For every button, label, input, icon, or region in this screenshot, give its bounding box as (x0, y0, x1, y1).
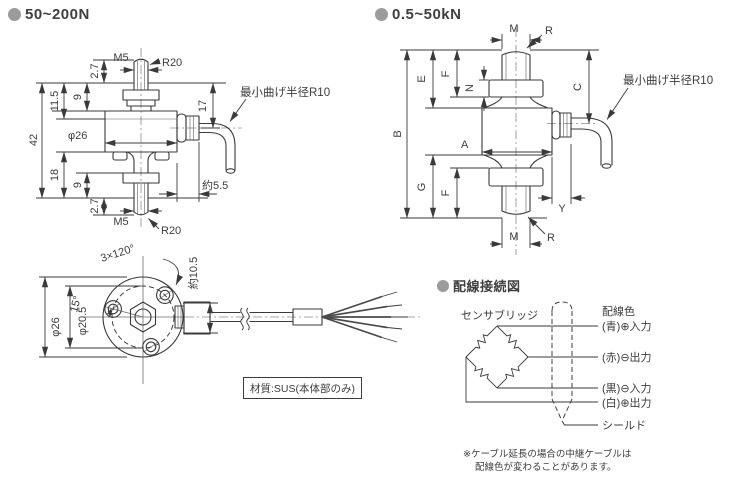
bullet-icon (375, 8, 388, 21)
low-range-title: 50~200N (8, 6, 90, 23)
bend-radius-note: 最小曲げ半径R10 (240, 85, 330, 99)
material-note-box: 材質:SUS(本体部のみ) (243, 377, 362, 399)
dim-lower-height: 18 (49, 169, 61, 181)
left-dim-labels: 42 11.5 18 9 9 2.7 2.7 M5 M5 R20 R20 φ26… (28, 52, 330, 237)
bridge-circuit (465, 325, 529, 389)
lead-wire-tips (381, 291, 408, 343)
dim-radius-top: R20 (162, 57, 182, 69)
dim-body-width: A (461, 139, 469, 151)
left-part-details (105, 61, 194, 214)
wiring-lines (465, 325, 598, 426)
dim-upper-tip: 2.7 (89, 63, 101, 78)
left-dimension-lines (38, 58, 247, 230)
cable-break (240, 307, 250, 331)
right-dimension-drawing: B E F N C A G F Y M M R R 最小曲げ半径R10 (392, 23, 713, 255)
bend-radius-note: 最小曲げ半径R10 (623, 73, 713, 87)
dim-body-dia: φ26 (68, 130, 87, 142)
dim-bolt-circle: φ20.5 (77, 307, 89, 336)
dim-connector: 約10.5 (186, 257, 200, 289)
dim-cable-offset: Y (558, 203, 566, 215)
wiring-title-text: 配線接続図 (453, 279, 521, 294)
material-note-text: 材質:SUS(本体部のみ) (250, 383, 355, 395)
dim-thread-bottom: M5 (113, 216, 128, 228)
low-range-title-text: 50~200N (25, 6, 90, 23)
dim-upper-nut: 9 (72, 94, 84, 100)
dim-lower-tip: 2.7 (89, 198, 101, 213)
centerlines (140, 48, 242, 230)
right-dimension-lines (403, 34, 629, 248)
dim-thread-top: M5 (113, 52, 128, 64)
wiring-diagram: センサブリッジ 配線色 (青)⊕入力 (赤)⊖出力 (黒)⊖入力 (白)⊕出力 … (461, 301, 652, 473)
dim-overall-height: 42 (28, 134, 40, 146)
right-part-details (505, 53, 568, 213)
wiring-labels: センサブリッジ 配線色 (青)⊕入力 (赤)⊖出力 (黒)⊖入力 (白)⊕出力 … (461, 304, 652, 473)
dim-angle: 15° (68, 295, 84, 314)
dim-thread-bottom: M (509, 231, 518, 243)
dim-radius-bottom: R (547, 232, 555, 244)
dim-cable-offset: 約5.5 (202, 178, 228, 192)
dim-cable-height: 17 (197, 100, 209, 112)
right-extension-lines (400, 34, 599, 248)
left-extension-lines (36, 59, 226, 216)
high-range-title-text: 0.5~50kN (392, 6, 462, 23)
dim-nut: N (464, 84, 476, 92)
cable-note-line2: 配線色が変わることがあります。 (475, 461, 617, 473)
high-range-title: 0.5~50kN (375, 6, 461, 23)
flange-outline (102, 276, 323, 358)
wire-label-black: (黒)⊖入力 (602, 382, 652, 395)
dim-lower-body: G (416, 183, 428, 192)
dim-lower-nut: 9 (72, 182, 84, 188)
dim-thread-top: M (509, 23, 518, 35)
wiring-title: 配線接続図 (437, 276, 521, 295)
shield-label: シールド (602, 420, 646, 432)
wire-label-red: (赤)⊖出力 (602, 350, 652, 364)
dim-upper-stud: F (440, 70, 452, 77)
right-dim-labels: B E F N C A G F Y M M R R 最小曲げ半径R10 (392, 23, 713, 244)
top-view-drawing: 3×120° 15° φ26 φ20.5 約10.5 (39, 243, 421, 384)
wire-color-header: 配線色 (602, 304, 635, 318)
dim-upper-body: E (416, 75, 428, 82)
dim-overall: B (392, 130, 404, 137)
bullet-icon (8, 8, 21, 21)
right-part-outline (481, 51, 613, 215)
cable-outline (551, 301, 573, 422)
crosshair-lines (83, 256, 185, 384)
dim-radius-bottom: R20 (161, 225, 181, 237)
dim-lower-stud: F (440, 189, 452, 196)
bridge-label: センサブリッジ (461, 308, 538, 322)
lead-wires (321, 295, 391, 339)
top-view-labels: 3×120° 15° φ26 φ20.5 約10.5 (50, 243, 200, 337)
dim-radius-top: R (545, 25, 553, 37)
wire-label-blue: (青)⊕入力 (602, 320, 652, 333)
top-view-dimension-lines (41, 258, 214, 358)
dim-cable-height: C (572, 83, 584, 91)
wire-label-white: (白)⊕出力 (602, 396, 652, 410)
dim-upper-height: 11.5 (49, 91, 61, 112)
cable-note-line1: ※ケーブル延長の場合の中継ケーブルは (463, 448, 632, 460)
centerlines (515, 28, 598, 255)
left-dimension-drawing: 42 11.5 18 9 9 2.7 2.7 M5 M5 R20 R20 φ26… (28, 48, 330, 237)
dim-outer-dia: φ26 (50, 317, 62, 336)
bullet-icon (437, 279, 449, 292)
